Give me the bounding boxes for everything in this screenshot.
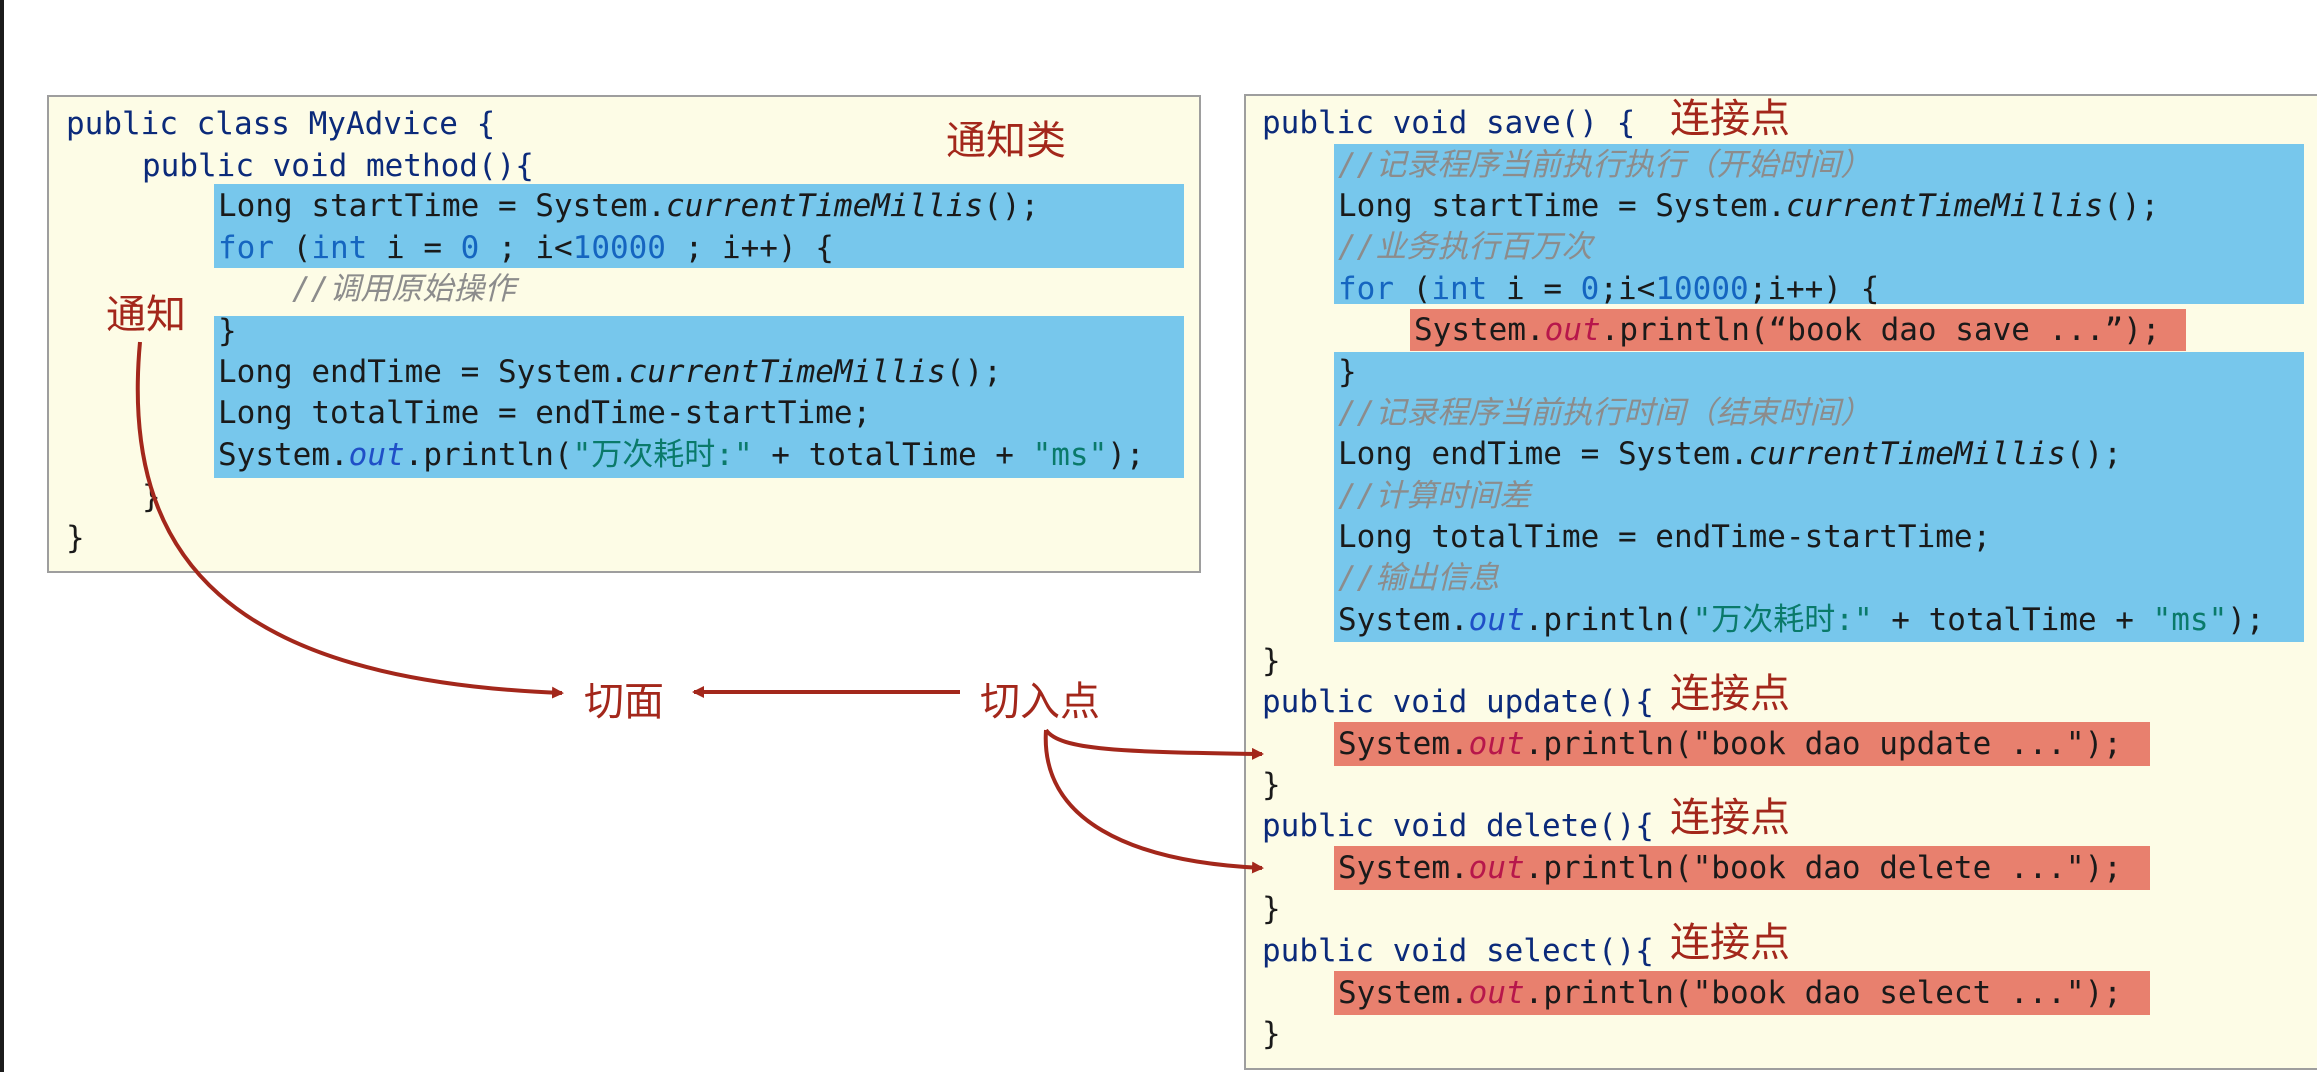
label-advice: 通知 bbox=[106, 292, 186, 338]
save-line-body: System.out.println(“book dao save ...”); bbox=[1414, 312, 2161, 348]
save-comment-end: //记录程序当前执行时间（结束时间） bbox=[1338, 395, 1872, 431]
save-line-for-close: } bbox=[1338, 354, 1357, 390]
update-method-close: } bbox=[1262, 767, 1281, 803]
arrow-pointcut-to-delete bbox=[1043, 729, 1264, 874]
advice-line-end-time: Long endTime = System.currentTimeMillis(… bbox=[218, 354, 1002, 390]
label-joinpoint-update: 连接点 bbox=[1670, 671, 1790, 717]
advice-line-start-time: Long startTime = System.currentTimeMilli… bbox=[218, 188, 1040, 224]
advice-line-for-close: } bbox=[218, 313, 237, 349]
save-comment-loop: //业务执行百万次 bbox=[1338, 229, 1593, 265]
save-comment-diff: //计算时间差 bbox=[1338, 478, 1531, 514]
advice-class-decl: public class MyAdvice { bbox=[66, 106, 496, 142]
advice-line-println: System.out.println("万次耗时:" + totalTime +… bbox=[218, 437, 1145, 473]
save-highlight-body bbox=[1410, 309, 2186, 351]
save-comment-start: //记录程序当前执行执行（开始时间） bbox=[1338, 147, 1872, 183]
save-line-end-time: Long endTime = System.currentTimeMillis(… bbox=[1338, 436, 2122, 472]
save-highlight-after bbox=[1334, 352, 2304, 642]
advice-highlight-before bbox=[214, 184, 1184, 268]
label-joinpoint-delete: 连接点 bbox=[1670, 795, 1790, 841]
save-comment-output: //输出信息 bbox=[1338, 560, 1500, 596]
select-highlight bbox=[1334, 971, 2150, 1015]
save-line-total-time: Long totalTime = endTime-startTime; bbox=[1338, 519, 1992, 555]
delete-method-close: } bbox=[1262, 891, 1281, 927]
delete-method-decl: public void delete(){ bbox=[1262, 808, 1654, 844]
label-aspect: 切面 bbox=[584, 679, 664, 725]
advice-line-for: for (int i = 0 ; i<10000 ; i++) { bbox=[218, 230, 834, 266]
select-method-close: } bbox=[1262, 1016, 1281, 1052]
advice-class-close: } bbox=[66, 520, 85, 556]
arrow-pointcut-to-update bbox=[1044, 728, 1264, 760]
label-joinpoint-save: 连接点 bbox=[1670, 96, 1790, 142]
save-line-start-time: Long startTime = System.currentTimeMilli… bbox=[1338, 188, 2160, 224]
save-method-decl: public void save() { bbox=[1262, 105, 1636, 141]
select-method-decl: public void select(){ bbox=[1262, 933, 1654, 969]
save-highlight-before bbox=[1334, 144, 2304, 304]
select-line-body: System.out.println("book dao select ..."… bbox=[1338, 975, 2122, 1011]
delete-line-body: System.out.println("book dao delete ..."… bbox=[1338, 850, 2122, 886]
window-left-edge bbox=[0, 0, 4, 1072]
advice-highlight-after bbox=[214, 316, 1184, 478]
save-line-println: System.out.println("万次耗时:" + totalTime +… bbox=[1338, 602, 2265, 638]
label-pointcut: 切入点 bbox=[980, 679, 1100, 725]
save-method-close: } bbox=[1262, 643, 1281, 679]
update-highlight bbox=[1334, 722, 2150, 766]
label-joinpoint-select: 连接点 bbox=[1670, 920, 1790, 966]
advice-line-total-time: Long totalTime = endTime-startTime; bbox=[218, 395, 872, 431]
update-method-decl: public void update(){ bbox=[1262, 684, 1654, 720]
advice-method-decl: public void method(){ bbox=[142, 148, 534, 184]
arrow-advice-to-aspect bbox=[135, 341, 564, 699]
update-line-body: System.out.println("book dao update ..."… bbox=[1338, 726, 2122, 762]
delete-highlight bbox=[1334, 846, 2150, 890]
save-line-for: for (int i = 0;i<10000;i++) { bbox=[1338, 271, 1880, 307]
advice-comment-original-op: //调用原始操作 bbox=[292, 271, 516, 307]
label-advice-class: 通知类 bbox=[946, 118, 1066, 164]
